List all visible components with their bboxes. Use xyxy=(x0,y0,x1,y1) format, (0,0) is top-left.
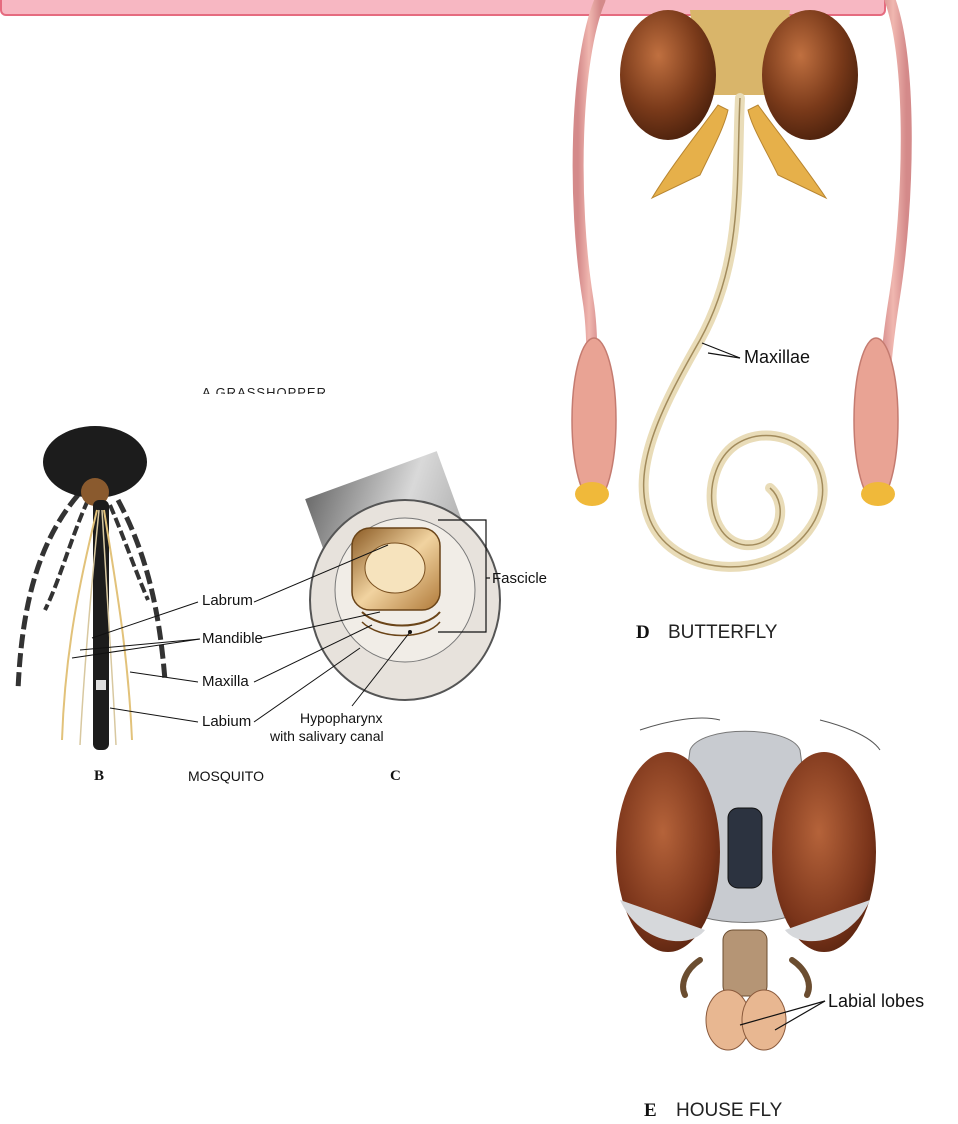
hypopharynx-label-line1: Hypopharynx xyxy=(300,710,383,726)
figure-e-letter: E xyxy=(644,1100,657,1122)
butterfly-right-antenna-tip xyxy=(861,482,895,506)
mandible-label: Mandible xyxy=(202,630,263,647)
figure-c-letter: C xyxy=(390,768,401,785)
butterfly-illustration xyxy=(572,0,906,567)
maxilla-label: Maxilla xyxy=(202,673,249,690)
mosquito-proboscis xyxy=(93,500,109,750)
butterfly-left-antenna-club xyxy=(572,338,616,502)
butterfly-caption: BUTTERFLY xyxy=(668,622,777,644)
mosquito-caption: MOSQUITO xyxy=(188,768,264,784)
maxillae-label: Maxillae xyxy=(744,347,810,368)
housefly-caption: HOUSE FLY xyxy=(676,1100,782,1122)
fascicle-cross-section xyxy=(254,451,500,722)
butterfly-right-eye xyxy=(762,10,858,140)
mosquito-illustration xyxy=(18,426,200,750)
labrum-label: Labrum xyxy=(202,592,253,609)
labial-lobes-label: Labial lobes xyxy=(828,991,924,1012)
hypopharynx-label-line2: with salivary canal xyxy=(270,728,384,744)
housefly-proboscis xyxy=(723,930,767,996)
labium-label: Labium xyxy=(202,713,251,730)
labial-lobe-right xyxy=(742,990,786,1050)
figure-d-letter: D xyxy=(636,622,650,644)
grasshopper-caption: A GRASSHOPPER xyxy=(202,378,327,394)
figure-b-letter: B xyxy=(94,768,104,785)
fascicle-label: Fascicle xyxy=(492,570,547,587)
butterfly-left-antenna-tip xyxy=(575,482,609,506)
butterfly-left-eye xyxy=(620,10,716,140)
butterfly-right-antenna-club xyxy=(854,338,898,502)
